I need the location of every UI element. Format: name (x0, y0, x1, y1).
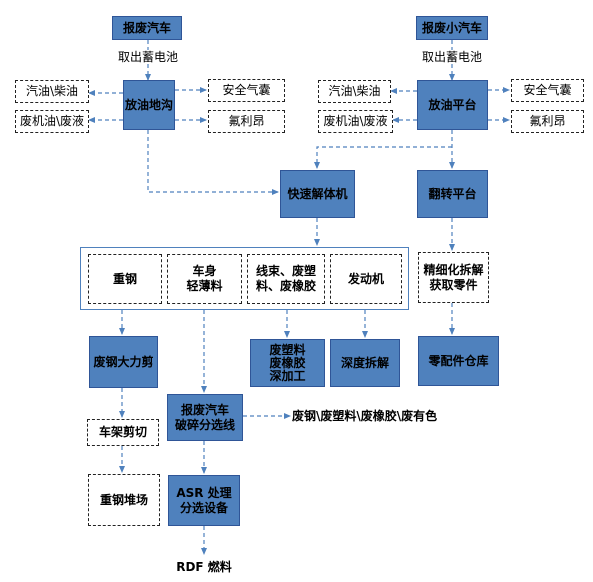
scrap-steel-shear: 废钢大力剪 (89, 336, 158, 388)
harness-plastic-rubber-box: 线束、废塑 料、废橡胶 (247, 254, 325, 304)
flip-platform: 翻转平台 (417, 170, 488, 218)
arrow-left-to-dismantler (147, 130, 279, 195)
left-fuel-box: 汽油\柴油 (15, 80, 89, 103)
right-waste-oil-box: 废机油\废液 (318, 110, 393, 133)
dismantled-parts-group (80, 247, 409, 310)
asr-sorting-equipment: ASR 处理 分选设备 (168, 475, 240, 526)
quick-dismantler: 快速解体机 (280, 170, 355, 218)
body-light-material-box: 车身 轻薄料 (167, 254, 242, 304)
left-waste-oil-box: 废机油\废液 (15, 110, 89, 133)
fine-dismantle-box: 精细化拆解 获取零件 (418, 252, 489, 303)
arrow-right-to-dismantler (314, 146, 452, 169)
right-remove-battery-label: 取出蓄电池 (421, 49, 482, 64)
scrap-small-car-title: 报废小汽车 (416, 16, 488, 40)
left-freon-box: 氟利昂 (208, 110, 285, 133)
engine-box: 发动机 (330, 254, 402, 304)
plastic-rubber-processing: 废塑料 废橡胶 深加工 (250, 339, 325, 387)
rdf-fuel-label: RDF 燃料 (176, 559, 232, 574)
heavy-steel-yard-box: 重钢堆场 (88, 474, 160, 526)
frame-cutting-box: 车架剪切 (87, 419, 159, 446)
oil-drain-platform: 放油平台 (417, 80, 488, 130)
parts-warehouse: 零配件仓库 (418, 336, 499, 386)
oil-drain-pit: 放油地沟 (123, 80, 175, 130)
left-remove-battery-label: 取出蓄电池 (117, 49, 178, 64)
scrap-car-title: 报废汽车 (112, 16, 182, 40)
shredder-output-label: 废钢\废塑料\废橡胶\废有色 (292, 408, 438, 423)
left-airbag-box: 安全气囊 (208, 79, 285, 102)
right-freon-box: 氟利昂 (511, 110, 584, 133)
heavy-steel-box: 重钢 (88, 254, 162, 304)
right-fuel-box: 汽油\柴油 (318, 80, 391, 103)
deep-dismantling: 深度拆解 (330, 339, 400, 387)
shredder-sorting-line: 报废汽车 破碎分选线 (167, 394, 243, 441)
right-airbag-box: 安全气囊 (511, 79, 584, 102)
